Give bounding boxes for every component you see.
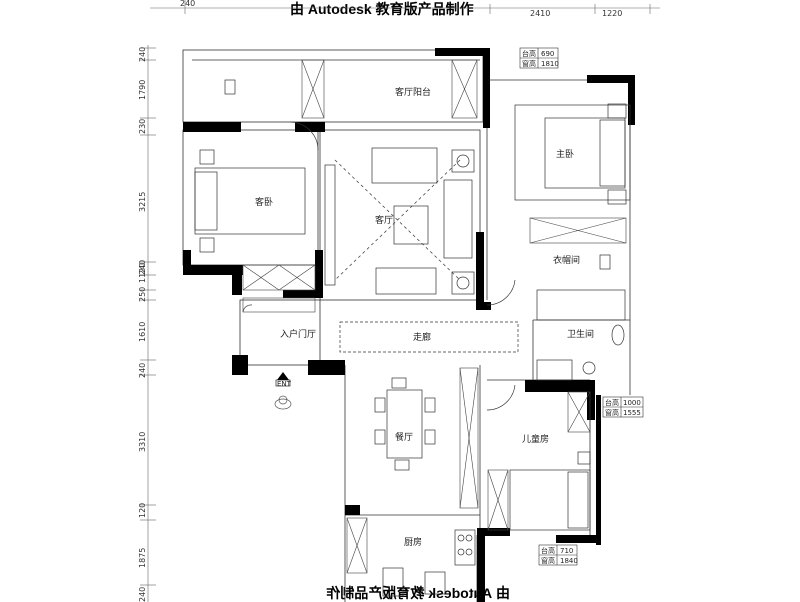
window-1-label-a: 台高 [522, 49, 536, 58]
window-1-value-b: 1810 [541, 60, 559, 68]
left-dim-5: 250 [138, 287, 147, 302]
window-2-value-a: 1000 [623, 399, 641, 407]
person-icon [274, 395, 292, 410]
left-dim-9: 3310 [138, 432, 147, 452]
left-dim-2: 230 [138, 119, 147, 134]
cabinets [242, 59, 627, 574]
wall-outlines [182, 49, 631, 602]
window-table-1: 台高 690 窗高 1810 [519, 47, 559, 69]
left-dim-6: 1120 [138, 263, 147, 283]
room-living-room: 客厅 [375, 214, 393, 226]
top-dim-1: 2410 [530, 9, 550, 18]
left-dim-12: 240 [138, 587, 147, 602]
window-table-3: 台高 710 窗高 1840 [538, 544, 578, 566]
room-bathroom: 卫生间 [567, 328, 594, 340]
top-dim-2: 1220 [602, 9, 622, 18]
room-living-balcony: 客厅阳台 [395, 86, 431, 98]
left-dim-4: 240 [138, 260, 147, 275]
watermark-bottom: 由 Autodesk 教育版产品制作 [326, 585, 510, 601]
window-2-value-b: 1555 [623, 409, 641, 417]
left-dim-8: 240 [138, 363, 147, 378]
room-master-bedroom: 主卧 [556, 148, 574, 160]
window-3-value-b: 1840 [560, 557, 578, 565]
solid-walls [183, 48, 635, 602]
left-dim-7: 1610 [138, 322, 147, 342]
furniture [194, 79, 631, 597]
left-dim-1: 1790 [138, 80, 147, 100]
window-3-label-a: 台高 [541, 546, 555, 555]
left-dim-0: 240 [138, 47, 147, 62]
room-corridor: 走廊 [413, 331, 431, 343]
window-2-label-b: 窗高 [605, 408, 619, 417]
left-dim-10: 120 [138, 503, 147, 518]
top-dim-0: 240 [180, 0, 195, 8]
left-dim-11: 1875 [138, 548, 147, 568]
room-dining: 餐厅 [395, 431, 413, 443]
window-3-value-a: 710 [560, 547, 573, 555]
left-dim-3: 3215 [138, 192, 147, 212]
room-closet: 衣帽间 [553, 254, 580, 266]
left-dimension-line [140, 45, 156, 602]
top-dimension-line [150, 0, 660, 14]
window-2-label-a: 台高 [605, 398, 619, 407]
entrance-label: ENT [277, 380, 292, 388]
room-kids: 儿童房 [522, 433, 549, 445]
window-table-2: 台高 1000 窗高 1555 [602, 396, 644, 418]
window-1-value-a: 690 [541, 50, 554, 58]
room-guest-bedroom: 客卧 [255, 196, 273, 208]
room-entrance: 入户门厅 [280, 328, 316, 340]
window-3-label-b: 窗高 [541, 556, 555, 565]
watermark-top: 由 Autodesk 教育版产品制作 [290, 1, 474, 17]
entrance-arrow-icon [275, 372, 291, 387]
room-kitchen: 厨房 [404, 536, 422, 548]
window-1-label-b: 窗高 [522, 59, 536, 68]
